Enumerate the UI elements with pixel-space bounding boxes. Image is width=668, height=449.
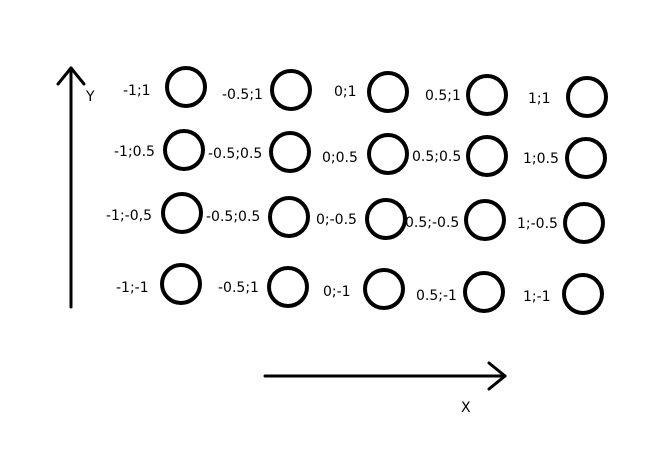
grid-point: 1;-0.5 — [517, 202, 605, 244]
grid-point: 0;1 — [334, 71, 409, 113]
point-circle — [466, 135, 508, 177]
point-label: -1;-0,5 — [106, 208, 152, 224]
grid-point: 1;-1 — [523, 273, 604, 315]
point-circle — [363, 268, 405, 310]
point-circle — [464, 199, 506, 241]
grid-point: -0.5;0.5 — [208, 131, 311, 173]
grid-point: -0.5;1 — [222, 69, 312, 111]
point-label: 0.5;0.5 — [412, 149, 461, 165]
grid-point: 0;-1 — [323, 268, 405, 310]
point-label: 1;-1 — [523, 289, 551, 305]
x-axis-label: X — [461, 400, 471, 416]
point-circle — [163, 129, 205, 171]
point-label: -1;-1 — [116, 280, 149, 296]
point-label: -1;1 — [123, 83, 151, 99]
point-label: 0.5;-1 — [416, 288, 457, 304]
point-circle — [566, 76, 608, 118]
grid-point: 0.5;0.5 — [412, 135, 508, 177]
point-circle — [160, 263, 202, 305]
point-label: 1;1 — [528, 91, 551, 107]
point-label: 0;1 — [334, 84, 357, 100]
grid-point: -1;1 — [123, 66, 207, 108]
point-label: 0;-1 — [323, 284, 351, 300]
point-label: -0.5;1 — [222, 87, 263, 103]
point-label: 0;-0.5 — [316, 212, 357, 228]
point-label: 1;0.5 — [523, 151, 559, 167]
x-axis: X — [263, 361, 507, 416]
point-circle — [269, 131, 311, 173]
point-circle — [367, 71, 409, 113]
point-circle — [466, 74, 508, 116]
point-circle — [161, 192, 203, 234]
y-axis-arrowhead — [56, 66, 86, 86]
point-label: -0.5;0.5 — [208, 146, 262, 162]
point-label: 0;0.5 — [322, 150, 358, 166]
point-circle — [463, 271, 505, 313]
point-circle — [267, 266, 309, 308]
point-label: 0.5;-0.5 — [405, 215, 459, 231]
point-circle — [270, 69, 312, 111]
grid-point: 1;1 — [528, 76, 608, 118]
y-axis-label: Y — [85, 89, 95, 105]
grid-point: 1;0.5 — [523, 137, 607, 179]
grid-point: 0;0.5 — [322, 133, 409, 175]
x-axis-arrowhead — [487, 361, 507, 391]
grid-point: -1;-0,5 — [106, 192, 203, 234]
grid-point: -1;0.5 — [114, 129, 205, 171]
point-label: 0.5;1 — [425, 88, 461, 104]
point-circle — [563, 202, 605, 244]
point-circle — [165, 66, 207, 108]
point-label: -0.5;0.5 — [206, 209, 260, 225]
grid-point: -0.5;0.5 — [206, 196, 310, 238]
point-label: 1;-0.5 — [517, 216, 558, 232]
point-circle — [565, 137, 607, 179]
point-label: -0.5;1 — [218, 280, 259, 296]
point-circle — [562, 273, 604, 315]
grid-points: -1;1 -0.5;1 0;1 0.5;1 1;1 -1;0.5 -0.5;0.5 0;0.5… — [106, 66, 608, 315]
grid-point: -1;-1 — [116, 263, 202, 305]
point-label: -1;0.5 — [114, 144, 155, 160]
grid-point: -0.5;1 — [218, 266, 309, 308]
grid-point: 0;-0.5 — [316, 198, 407, 240]
grid-point: 0.5;-0.5 — [405, 199, 506, 241]
point-circle — [365, 198, 407, 240]
grid-point: 0.5;1 — [425, 74, 508, 116]
point-circle — [268, 196, 310, 238]
point-circle — [367, 133, 409, 175]
grid-point: 0.5;-1 — [416, 271, 505, 313]
y-axis: Y — [56, 66, 95, 309]
